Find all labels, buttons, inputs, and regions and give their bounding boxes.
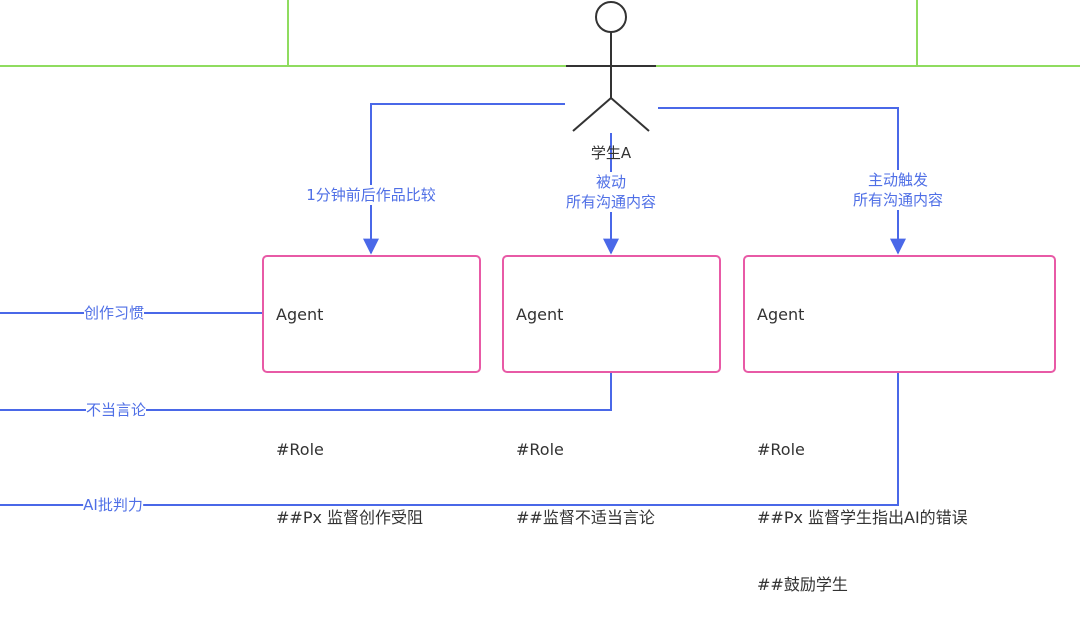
agent-title: Agent <box>757 305 805 324</box>
edge-label-agent-1: 1分钟前后作品比较 <box>306 185 436 205</box>
edge-actor-to-agent-1[interactable] <box>363 103 565 255</box>
agent-role-heading: #Role <box>516 440 564 459</box>
agent-role-text: ##鼓励学生 <box>757 575 848 594</box>
edge-label-line: 1分钟前后作品比较 <box>306 186 436 204</box>
edge-label-line: 主动触发 <box>867 171 929 189</box>
edge-label-line: 所有沟通内容 <box>565 193 657 211</box>
agent-role-heading: #Role <box>276 440 324 459</box>
agent-node-2[interactable]: Agent #Role ##监督不适当言论 <box>502 255 721 527</box>
output-label-creation-habit: 创作习惯 <box>83 303 145 323</box>
actor-leg-right <box>610 97 650 132</box>
actor-leg-left <box>572 97 612 132</box>
edge-agent-2-output[interactable] <box>0 372 612 411</box>
output-label-improper-speech: 不当言论 <box>85 400 147 420</box>
agent-title: Agent <box>516 305 564 324</box>
edge-label-line: 被动 <box>595 173 627 191</box>
stick-figure-icon <box>566 1 656 132</box>
edge-agent-3-output[interactable] <box>0 372 899 506</box>
agent-node-1[interactable]: Agent #Role ##Px 监督创作受阻 <box>262 255 481 527</box>
agent-role-text: ##监督不适当言论 <box>516 507 655 527</box>
edge-label-line: 所有沟通内容 <box>852 191 944 209</box>
agent-node-3[interactable]: Agent #Role ##Px 监督学生指出AI的错误 ##鼓励学生 <box>743 255 1056 594</box>
actor-head <box>595 1 627 33</box>
agent-title: Agent <box>276 305 324 324</box>
agent-role-text: ##Px 监督学生指出AI的错误 <box>757 507 968 527</box>
edge-label-agent-3: 主动触发 所有沟通内容 <box>852 170 944 210</box>
output-label-ai-critical-thinking: AI批判力 <box>83 495 143 515</box>
swimlane-frame <box>0 0 1080 67</box>
agent-blank-line <box>276 372 467 395</box>
actor-label: 学生A <box>590 144 632 162</box>
agent-role-text: ##Px 监督创作受阻 <box>276 507 424 527</box>
agent-role-heading: #Role <box>757 440 805 459</box>
agent-blank-line <box>757 372 1042 395</box>
agent-blank-line <box>516 372 707 395</box>
edge-label-agent-2: 被动 所有沟通内容 <box>565 172 657 212</box>
